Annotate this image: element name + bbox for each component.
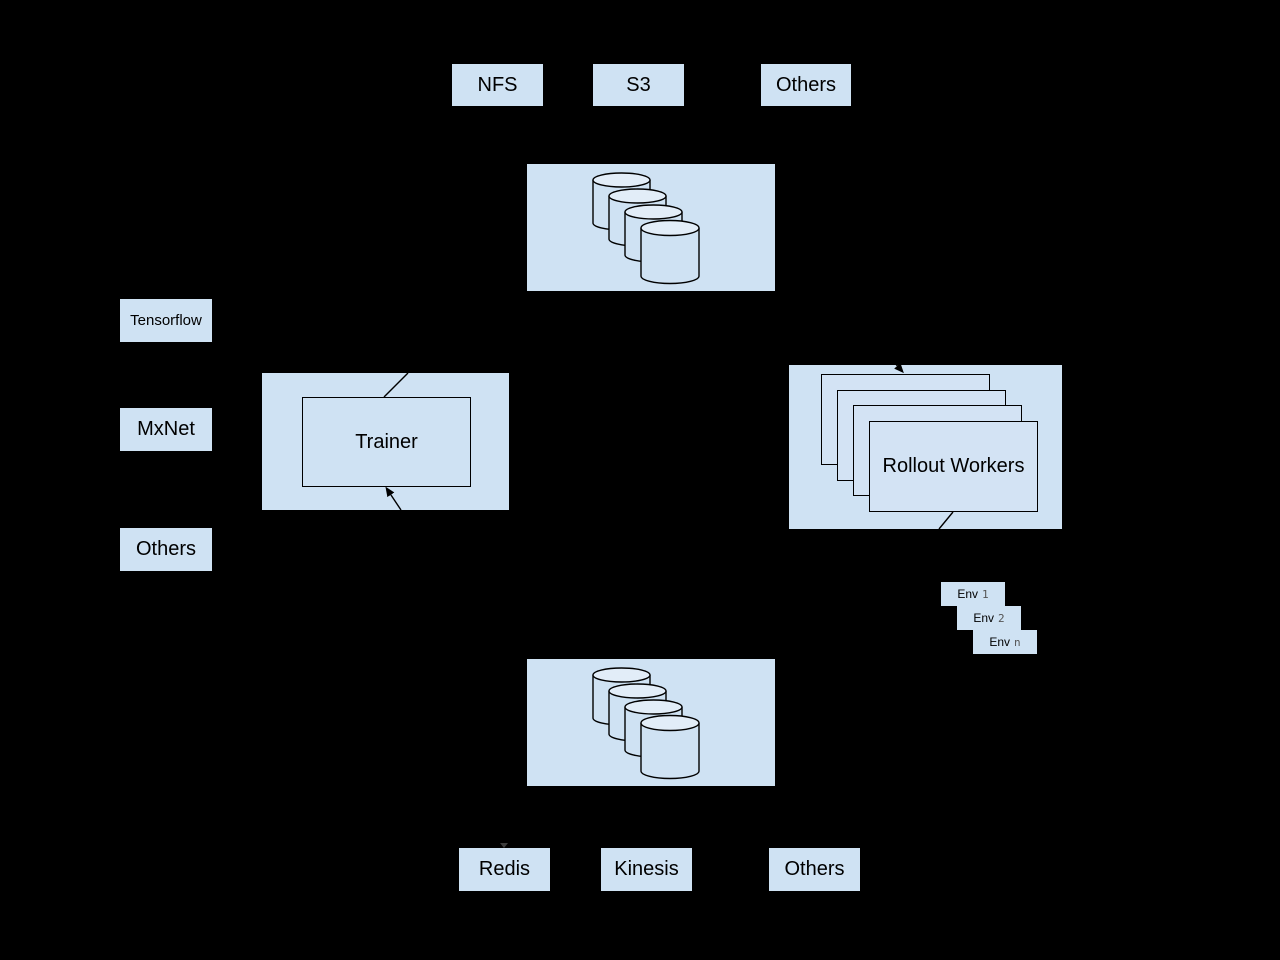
- line-out-of-trainer: [383, 373, 409, 398]
- s3-label: S3: [626, 73, 651, 96]
- database-stack-icon: [592, 667, 700, 780]
- kinesis-box: Kinesis: [601, 848, 692, 891]
- redis-box: Redis: [459, 848, 550, 891]
- tensorflow-label: Tensorflow: [130, 312, 202, 329]
- nfs-label: NFS: [477, 73, 518, 96]
- rollout-workers-label: Rollout Workers: [882, 455, 1025, 477]
- s3-box: S3: [593, 64, 684, 106]
- others-top-label: Others: [775, 73, 837, 96]
- env-1-box: Env 1: [941, 582, 1005, 606]
- kinesis-label: Kinesis: [614, 858, 679, 880]
- trainer-box: Trainer: [302, 397, 471, 487]
- trainer-panel: Trainer: [262, 373, 509, 510]
- env-1-index: 1: [982, 587, 989, 601]
- others-frameworks-box: Others: [120, 528, 212, 571]
- rollout-workers-panel: Rollout Workers: [789, 365, 1062, 529]
- env-1-label: Env: [957, 587, 979, 601]
- env-2-index: 2: [998, 611, 1005, 625]
- worker-card-front: Rollout Workers: [869, 421, 1038, 512]
- arrowhead-tip-icon: [500, 843, 508, 848]
- others-top-box: Others: [761, 64, 851, 106]
- redis-label: Redis: [478, 858, 531, 880]
- arrow-into-rollout-icon: [894, 365, 904, 374]
- others-bottom-label: Others: [784, 858, 845, 880]
- tensorflow-box: Tensorflow: [120, 299, 212, 342]
- arrow-into-trainer-icon: [385, 486, 402, 510]
- env-n-label: Env: [989, 635, 1011, 649]
- env-n-box: Env n: [973, 630, 1037, 654]
- others-bottom-box: Others: [769, 848, 860, 891]
- model-storage-panel: [527, 164, 775, 291]
- trainer-label: Trainer: [355, 430, 418, 453]
- data-storage-panel: [527, 659, 775, 786]
- env-2-label: Env: [973, 611, 995, 625]
- env-2-box: Env 2: [957, 606, 1021, 630]
- line-out-of-rollout: [938, 511, 954, 529]
- mxnet-label: MxNet: [137, 418, 195, 440]
- nfs-box: NFS: [452, 64, 543, 106]
- env-n-index: n: [1014, 635, 1021, 649]
- database-stack-icon: [592, 172, 700, 285]
- mxnet-box: MxNet: [120, 408, 212, 451]
- others-frameworks-label: Others: [135, 538, 197, 560]
